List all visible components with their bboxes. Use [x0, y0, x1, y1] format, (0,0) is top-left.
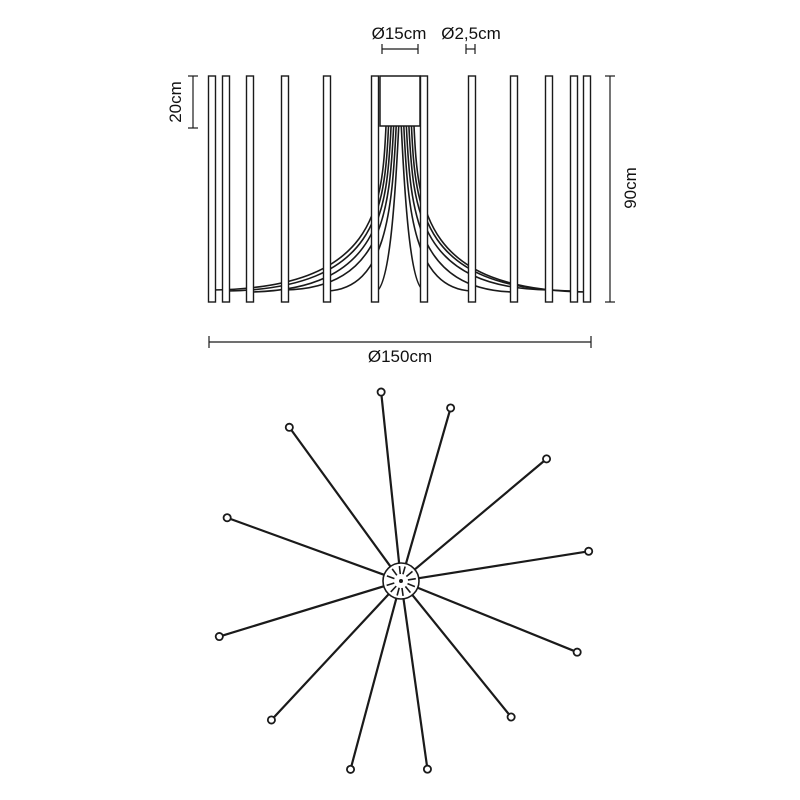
hub-cable-entry — [386, 582, 395, 587]
canopy-diameter-label: Ø15cm — [372, 24, 427, 43]
radial-arm — [402, 598, 429, 770]
light-rod — [221, 75, 231, 303]
light-rod — [509, 75, 519, 303]
suspension-cable — [326, 125, 397, 292]
light-rod — [370, 75, 380, 303]
rod-length-dimension — [188, 75, 198, 129]
hub-cable-entries — [386, 565, 416, 596]
suspension-cable — [374, 125, 400, 293]
suspension-cable — [249, 125, 392, 293]
suspension-cable — [400, 125, 425, 291]
arm-end-point — [572, 647, 582, 657]
total-diameter-label: Ø150cm — [368, 347, 432, 366]
radial-arm — [404, 407, 452, 565]
radial-arm — [411, 594, 512, 718]
arm-end-point — [422, 764, 432, 774]
arm-end-point — [214, 632, 224, 642]
hub-cable-entry — [401, 587, 404, 596]
hub-cable-entry — [391, 568, 398, 576]
rod-diameter-label: Ø2,5cm — [441, 24, 501, 43]
hub-cable-entry — [404, 585, 412, 594]
ceiling-canopy — [379, 75, 421, 127]
radial-arm — [288, 426, 392, 568]
arm-end-point — [376, 387, 386, 397]
arm-end-point — [542, 454, 552, 464]
arm-end-point — [506, 712, 516, 722]
plan-view — [214, 387, 594, 774]
suspension-cable — [225, 125, 390, 292]
total-height-label: 90cm — [621, 167, 640, 209]
light-rod — [207, 75, 217, 303]
hub-center-dot — [399, 579, 403, 583]
hub-cable-entry — [386, 575, 395, 580]
radial-arm — [218, 585, 385, 638]
radial-arm — [380, 391, 401, 564]
hub-cable-entry — [398, 565, 402, 575]
light-rod — [467, 75, 477, 303]
dimension-annotations — [188, 44, 615, 348]
light-rod — [245, 75, 255, 303]
hub-cable-entry — [396, 587, 400, 596]
light-rod — [544, 75, 554, 303]
arm-end-point — [266, 715, 276, 725]
arm-end-point — [446, 403, 456, 413]
arm-end-point — [222, 513, 232, 523]
arm-end-point — [346, 764, 356, 774]
light-rods — [207, 75, 592, 303]
arm-end-point — [584, 546, 594, 556]
light-rod — [322, 75, 332, 303]
radial-arm — [349, 598, 398, 770]
suspension-cable — [211, 125, 387, 291]
hub-cable-entry — [405, 570, 414, 578]
rod-diameter-dimension — [465, 44, 476, 54]
canopy-diameter-dimension — [381, 44, 419, 54]
front-elevation-view — [207, 75, 592, 303]
radial-arm — [414, 458, 548, 571]
radial-arm — [270, 593, 390, 721]
light-rod — [582, 75, 592, 303]
radial-arm — [226, 516, 385, 576]
suspension-cable — [403, 125, 473, 292]
total-diameter-dimension — [208, 336, 592, 348]
hub-cable-entry — [390, 585, 397, 593]
arm-end-points — [214, 387, 594, 774]
hub-cable-entry — [402, 566, 406, 575]
radial-arm — [417, 586, 578, 654]
suspension-cable — [408, 125, 550, 291]
light-rod — [569, 75, 579, 303]
radial-arms — [218, 391, 589, 770]
hub-cable-entry — [407, 582, 416, 588]
arm-end-point — [284, 422, 294, 432]
total-height-dimension — [605, 75, 615, 303]
hub-cable-entry — [407, 577, 416, 581]
rod-length-label: 20cm — [166, 81, 185, 123]
suspension-cable — [413, 125, 588, 293]
radial-arm — [418, 550, 589, 580]
cable-bundle — [211, 125, 588, 293]
light-rod — [280, 75, 290, 303]
light-rod — [419, 75, 429, 303]
